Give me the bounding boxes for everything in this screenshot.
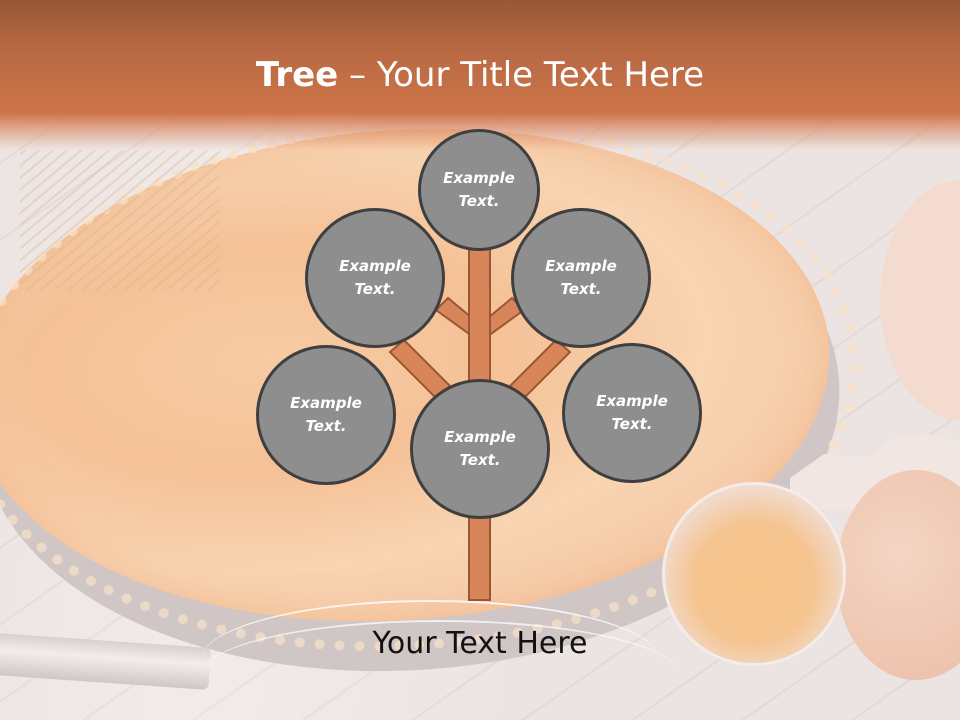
footer-text[interactable]: Your Text Here xyxy=(372,626,588,661)
node-text-line1: Example xyxy=(444,428,516,446)
tree-node-upper-left[interactable]: Example Text. xyxy=(305,208,445,348)
tree-node-lower-left[interactable]: Example Text. xyxy=(256,345,396,485)
background-straw xyxy=(20,150,220,290)
node-text-line2: Text. xyxy=(560,280,602,298)
title-rest: – Your Title Text Here xyxy=(338,55,705,95)
node-text-line1: Example xyxy=(339,257,411,275)
tree-node-center[interactable]: Example Text. xyxy=(410,379,550,519)
node-text-line1: Example xyxy=(596,392,668,410)
node-text-line2: Text. xyxy=(611,415,653,433)
background-whisk-wires xyxy=(200,600,660,720)
tree-node-upper-right[interactable]: Example Text. xyxy=(511,208,651,348)
node-text-line2: Text. xyxy=(305,417,347,435)
node-text-line2: Text. xyxy=(458,192,500,210)
node-text-line2: Text. xyxy=(354,280,396,298)
tree-node-top[interactable]: Example Text. xyxy=(418,129,540,251)
slide-title[interactable]: Tree – Your Title Text Here xyxy=(0,52,960,98)
background-whisk-wires xyxy=(200,620,680,720)
background-egg-cracked xyxy=(662,482,846,666)
tree-node-lower-right[interactable]: Example Text. xyxy=(562,343,702,483)
node-text-line2: Text. xyxy=(459,451,501,469)
node-text-line1: Example xyxy=(545,257,617,275)
node-text-line1: Example xyxy=(443,169,515,187)
background-egg-whole xyxy=(836,470,960,680)
branch-upper-left xyxy=(434,296,473,338)
title-bold-part: Tree xyxy=(255,55,339,95)
node-text-line1: Example xyxy=(290,394,362,412)
branch-lower-right xyxy=(508,338,572,400)
title-bar xyxy=(0,0,960,150)
